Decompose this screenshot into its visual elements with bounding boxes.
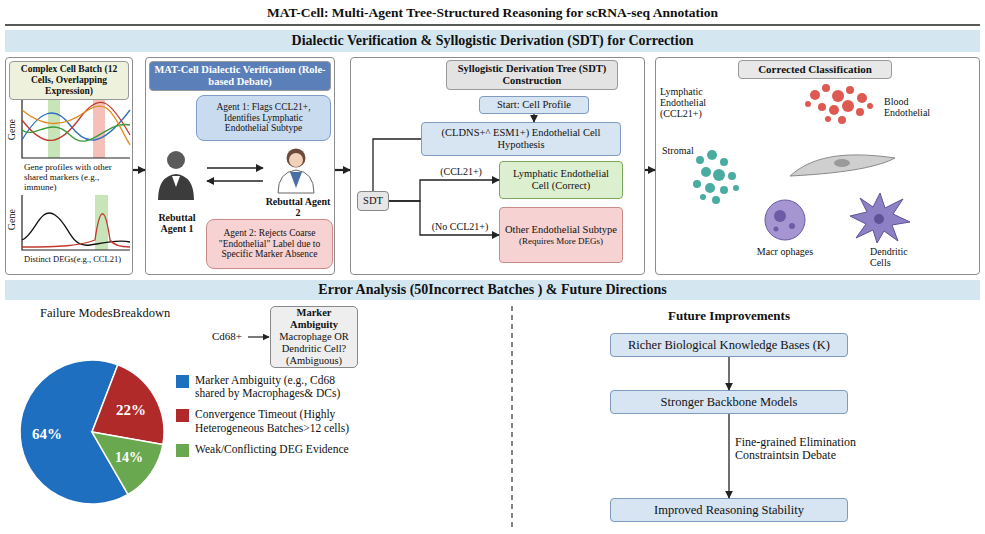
legend-swatch <box>176 444 189 457</box>
speech-bubble: Agent 1: Flags CCL21+, Identifies Lympha… <box>196 95 331 141</box>
agent-icon <box>278 149 314 194</box>
panel-header: Corrected Classification <box>738 60 892 79</box>
blood-endothelial-cells <box>805 84 873 124</box>
connector <box>207 167 263 168</box>
edge-label: Fine-grained Elimination Constraintsin D… <box>735 436 885 463</box>
node-sublabel: Macrophage OR Dendritic Cell? (Ambiguous… <box>273 331 355 367</box>
node-label: Improved Reasoning Stability <box>654 503 804 517</box>
legend-row: Weak/Conflicting DEG Evidence <box>176 443 356 457</box>
node-label: Syllogistic Derivation Tree (SDT) Constr… <box>450 63 614 87</box>
plot-caption: Gene profiles with other shared markers … <box>24 162 132 192</box>
section-band: Dialectic Verification & Syllogistic Der… <box>5 30 980 52</box>
plot-caption: Distinct DEGs(e.g., CCL21) <box>24 255 132 265</box>
connector <box>373 139 421 191</box>
cell-label: Macr ophages <box>738 246 832 257</box>
node-label: Start: Cell Profile <box>497 99 571 111</box>
node-label: (CLDNS+^ ESM1+) Endothelial Cell Hypothe… <box>425 127 617 151</box>
node-label: Lymphatic Endothelial Cell (Correct) <box>503 168 619 192</box>
connector <box>533 114 534 122</box>
process-box: Start: Cell Profile <box>479 96 589 114</box>
deg-plot <box>22 195 130 250</box>
connector <box>389 180 499 201</box>
node-label: Other Endothelial Subtype <box>505 224 617 236</box>
node-label: Agent 1: Flags CCL21+, Identifies Lympha… <box>201 102 326 135</box>
lymphatic-cells <box>693 150 739 204</box>
legend-text: Weak/Conflicting DEG Evidence <box>195 443 353 456</box>
panel: Syllogistic Derivation Tree (SDT) Constr… <box>350 57 645 275</box>
agent-icon <box>158 151 194 200</box>
section-heading: Future Improvements <box>629 309 829 324</box>
legend-row: Convergence Timeout (Highly Heterogeneou… <box>176 408 356 434</box>
node-label: Corrected Classification <box>742 63 888 76</box>
agent-figure: Rebuttal Agent 1 <box>147 146 207 234</box>
panel: MAT-Cell Dialectic Verification (Role-ba… <box>145 57 335 275</box>
title-rule <box>5 24 980 26</box>
axis-label: Gene <box>6 115 17 145</box>
percent-label: 14% <box>109 450 149 466</box>
edge-label: (No CCL21+) <box>422 221 498 232</box>
connector <box>335 169 350 171</box>
dendritic-cell <box>850 193 910 243</box>
cell-label: Stromal <box>662 145 712 156</box>
node-label: Rebuttal Agent 2 <box>263 196 333 218</box>
percent-label: 64% <box>25 426 69 443</box>
result-box: Other Endothelial Subtype(Requires More … <box>499 207 623 263</box>
legend-text: Marker Ambiguity (e.g., Cd68 shared by M… <box>195 374 353 400</box>
connector <box>389 201 499 235</box>
legend-swatch <box>176 409 189 422</box>
process-box: SDT <box>357 191 389 211</box>
node-label: Stronger Backbone Models <box>661 395 798 409</box>
marker-label: Cd68+ <box>212 330 248 342</box>
pie-chart <box>20 360 164 504</box>
node-label: Marker Ambiguity <box>273 307 355 331</box>
connector <box>645 169 655 171</box>
node-label: Error Analysis (50Incorrect Batches ) & … <box>318 282 666 298</box>
callout-box: Marker AmbiguityMacrophage OR Dendritic … <box>270 306 358 368</box>
legend: Marker Ambiguity (e.g., Cd68 shared by M… <box>176 374 356 465</box>
expression-plot <box>22 100 130 158</box>
process-box: (CLDNS+^ ESM1+) Endothelial Cell Hypothe… <box>421 122 621 156</box>
cell-label: Blood Endothelial <box>884 96 948 118</box>
connector <box>207 180 263 181</box>
panel-header: MAT-Cell Dialectic Verification (Role-ba… <box>149 61 331 91</box>
node-label: MAT-Cell Dialectic Verification (Role-ba… <box>153 64 327 88</box>
node-label: Dialectic Verification & Syllogistic Der… <box>292 33 694 49</box>
process-box: Stronger Backbone Models <box>610 390 848 414</box>
connector <box>133 169 145 171</box>
divider <box>511 306 512 530</box>
panel-header: Syllogistic Derivation Tree (SDT) Constr… <box>446 60 618 90</box>
result-box: Lymphatic Endothelial Cell (Correct) <box>499 161 623 199</box>
node-label: Agent 2: Rejects Coarse "Endothelial" La… <box>211 228 328 261</box>
section-band: Error Analysis (50Incorrect Batches ) & … <box>5 280 980 300</box>
chart-title: Failure ModesBreakdown <box>40 306 200 320</box>
legend-swatch <box>176 375 189 388</box>
connector <box>728 414 729 498</box>
speech-bubble: Agent 2: Rejects Coarse "Endothelial" La… <box>206 219 333 269</box>
title: MAT-Cell: Multi-Agent Tree-Structured Re… <box>0 5 985 21</box>
node-sublabel: (Requires More DEGs) <box>519 236 603 246</box>
callout-arrow <box>248 336 269 337</box>
percent-label: 22% <box>111 402 151 419</box>
node-label: Richer Biological Knowledge Bases (K) <box>628 338 830 352</box>
connector <box>728 357 729 390</box>
node-label: Rebuttal Agent 1 <box>147 212 207 234</box>
legend-row: Marker Ambiguity (e.g., Cd68 shared by M… <box>176 374 356 400</box>
process-box: Improved Reasoning Stability <box>610 498 848 522</box>
panel: Corrected Classification <box>655 57 980 275</box>
cell-label: Dendritic Cells <box>870 247 930 268</box>
node-label: SDT <box>363 195 383 207</box>
node-label: Complex Cell Batch (12 Cells, Overlappin… <box>13 64 125 97</box>
macrophage-cell <box>765 200 805 240</box>
cell-label: Lymphatic Endothelial (CCL21+) <box>660 86 724 120</box>
process-box: Richer Biological Knowledge Bases (K) <box>610 333 848 357</box>
legend-text: Convergence Timeout (Highly Heterogeneou… <box>195 408 353 434</box>
axis-label: Gene <box>6 205 17 235</box>
agent-figure: Rebuttal Agent 2 <box>263 146 333 218</box>
panel-header: Complex Cell Batch (12 Cells, Overlappin… <box>9 61 129 100</box>
stromal-cell <box>790 155 895 176</box>
edge-label: (CCL21+) <box>424 166 498 177</box>
